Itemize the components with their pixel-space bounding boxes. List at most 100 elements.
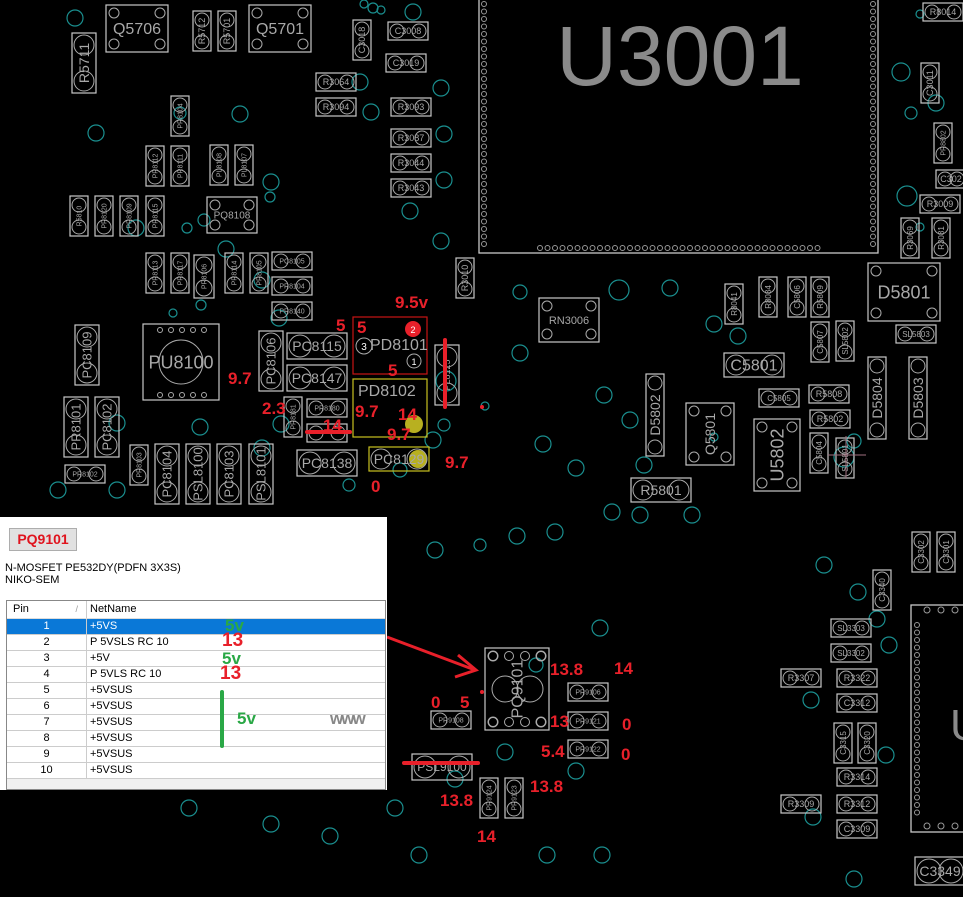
component-pr8114[interactable]: PR8114 <box>224 252 244 294</box>
component-pd8102[interactable]: PD8102 <box>352 378 428 438</box>
component-psl8100[interactable]: PSL8100 <box>185 443 211 505</box>
component-psl8101[interactable]: PSL8101 <box>248 443 274 505</box>
component-pr8115[interactable]: PR8115 <box>145 195 165 237</box>
component-pc8103[interactable]: PC8103 <box>216 443 242 505</box>
component-r3309[interactable]: R3309 <box>780 794 822 814</box>
component-r8014[interactable]: R8014 <box>922 2 963 22</box>
component-c3019[interactable]: C3019 <box>385 53 427 73</box>
component-pr8140[interactable]: PR8140 <box>271 301 313 321</box>
pin-highlight[interactable] <box>405 415 423 433</box>
component-pr8111[interactable]: PR8111 <box>170 145 190 187</box>
component-pr8103[interactable]: PR8103 <box>129 444 149 486</box>
component-c3018[interactable]: C3018 <box>352 19 372 61</box>
component-c3315[interactable]: C3315 <box>833 722 853 764</box>
component-r3043[interactable]: R3043 <box>390 178 432 198</box>
component-c5804[interactable]: C5804 <box>809 432 829 474</box>
component-r8084[interactable]: R8084 <box>758 276 778 318</box>
table-row[interactable]: 1+5VS <box>7 619 385 635</box>
component-q5706[interactable]: Q5706 <box>105 4 169 53</box>
pin-marker[interactable] <box>405 321 421 337</box>
component-sl3302[interactable]: SL3302 <box>830 643 872 663</box>
component-pr8802[interactable]: PR8802 <box>933 122 953 164</box>
component-c5801[interactable]: C5801 <box>723 352 785 378</box>
table-row[interactable]: 10+5VSUS <box>7 763 385 779</box>
component-pr8102[interactable]: PR8102 <box>64 464 106 484</box>
component-pr8180[interactable]: PR8180 <box>306 398 348 418</box>
component-r3094[interactable]: R3094 <box>315 97 357 117</box>
component-r3044[interactable]: R3044 <box>390 153 432 173</box>
component-r3081[interactable]: R3081 <box>931 217 951 259</box>
component-r5808[interactable]: R5808 <box>808 384 850 404</box>
column-pin[interactable]: Pin/ <box>7 601 87 618</box>
component-d5803[interactable]: D5803 <box>908 356 928 440</box>
component-pu8100[interactable]: PU8100 <box>142 323 220 401</box>
component-c3320[interactable]: C3320 <box>857 722 877 764</box>
component-c3301[interactable]: C3301 <box>936 531 956 573</box>
component-pr8181[interactable]: PR8181 <box>283 396 303 438</box>
part-name-button[interactable]: PQ9101 <box>9 528 77 551</box>
component-r3093[interactable]: R3093 <box>390 97 432 117</box>
component-pr9108[interactable]: PR9108 <box>430 710 472 730</box>
pin-highlight[interactable] <box>409 450 427 468</box>
component-pr8120[interactable]: PR8120 <box>94 195 114 237</box>
component-c3008[interactable]: C3008 <box>387 21 429 41</box>
ic-u3001[interactable]: U3001 <box>478 0 879 254</box>
component-r5809[interactable]: R5809 <box>810 276 830 318</box>
component-r3322[interactable]: R3322 <box>836 668 878 688</box>
component-pc8147[interactable]: PC8147 <box>286 364 348 392</box>
component-d5801[interactable]: D5801 <box>867 262 941 322</box>
component-c3309[interactable]: C3309 <box>836 819 878 839</box>
component-r3307[interactable]: R3307 <box>780 668 822 688</box>
component-pc8105[interactable]: PC8105 <box>271 251 313 271</box>
table-row[interactable]: 5+5VSUS <box>7 683 385 699</box>
component-pc8102[interactable]: PC8102 <box>94 396 120 458</box>
component-c5807[interactable]: C5807 <box>810 321 830 363</box>
table-row[interactable]: 3+5V <box>7 651 385 667</box>
component-c3312[interactable]: C3312 <box>836 693 878 713</box>
component-pr8117[interactable]: PR8117 <box>170 252 190 294</box>
component-r8041[interactable]: R8041 <box>724 283 744 325</box>
component-c302[interactable]: C302 <box>935 169 963 189</box>
table-row[interactable]: 9+5VSUS <box>7 747 385 763</box>
component-pr8109[interactable]: PR8109 <box>119 195 139 237</box>
component-pr8112[interactable]: PR8112 <box>145 145 165 187</box>
component-pq8108[interactable]: PQ8108 <box>206 196 258 234</box>
component-pd8101[interactable]: PD8101 <box>352 316 428 375</box>
table-row[interactable]: 6+5VSUS <box>7 699 385 715</box>
component-sl5801[interactable]: SL5801 <box>835 437 855 479</box>
table-row[interactable]: 8+5VSUS <box>7 731 385 747</box>
component-pr8101[interactable]: PR8101 <box>63 396 89 458</box>
component-c3340[interactable]: C3340 <box>872 569 892 611</box>
component-r3010[interactable]: R3010 <box>455 257 475 299</box>
component-r5810[interactable]: R5810 <box>69 195 89 237</box>
component-r3087[interactable]: R3087 <box>390 128 432 148</box>
component-pr9124[interactable]: PR9124 <box>479 777 499 819</box>
component-pr9106[interactable]: PR9106 <box>567 682 609 702</box>
component-r5701[interactable]: R5701 <box>217 10 237 52</box>
component-pr9121[interactable]: PR9121 <box>567 711 609 731</box>
component-c3302[interactable]: C3302 <box>911 531 931 573</box>
component-q5801[interactable]: Q5801 <box>685 402 735 466</box>
component-pl8107[interactable]: PL8107 <box>234 144 254 186</box>
component-pr8104[interactable]: PR8104 <box>170 95 190 137</box>
component-c3011[interactable]: C3011 <box>920 62 940 104</box>
component-pr9123[interactable]: PR9123 <box>504 777 524 819</box>
table-row[interactable]: 7+5VSUS <box>7 715 385 731</box>
component-pl8108[interactable]: PL8108 <box>209 144 229 186</box>
component-r5711[interactable]: R5711 <box>71 32 97 94</box>
component-c5806[interactable]: C5806 <box>787 276 807 318</box>
component-pr9122[interactable]: PR9122 <box>567 739 609 759</box>
component-pr8113[interactable]: PR8113 <box>145 252 165 294</box>
component-pc8115[interactable]: PC8115 <box>286 332 348 360</box>
component-r3314[interactable]: R3314 <box>836 767 878 787</box>
component-c3349[interactable]: C3349 <box>914 856 963 886</box>
component-pr8104[interactable]: PR8104 <box>271 276 313 296</box>
component-pc8138[interactable]: PC8138 <box>296 449 358 477</box>
component-pc8104[interactable]: PC8104 <box>154 443 180 505</box>
ic-right[interactable]: U <box>910 604 963 833</box>
component-sl5803[interactable]: SL5803 <box>895 324 937 344</box>
component-c5805[interactable]: C5805 <box>758 388 800 408</box>
